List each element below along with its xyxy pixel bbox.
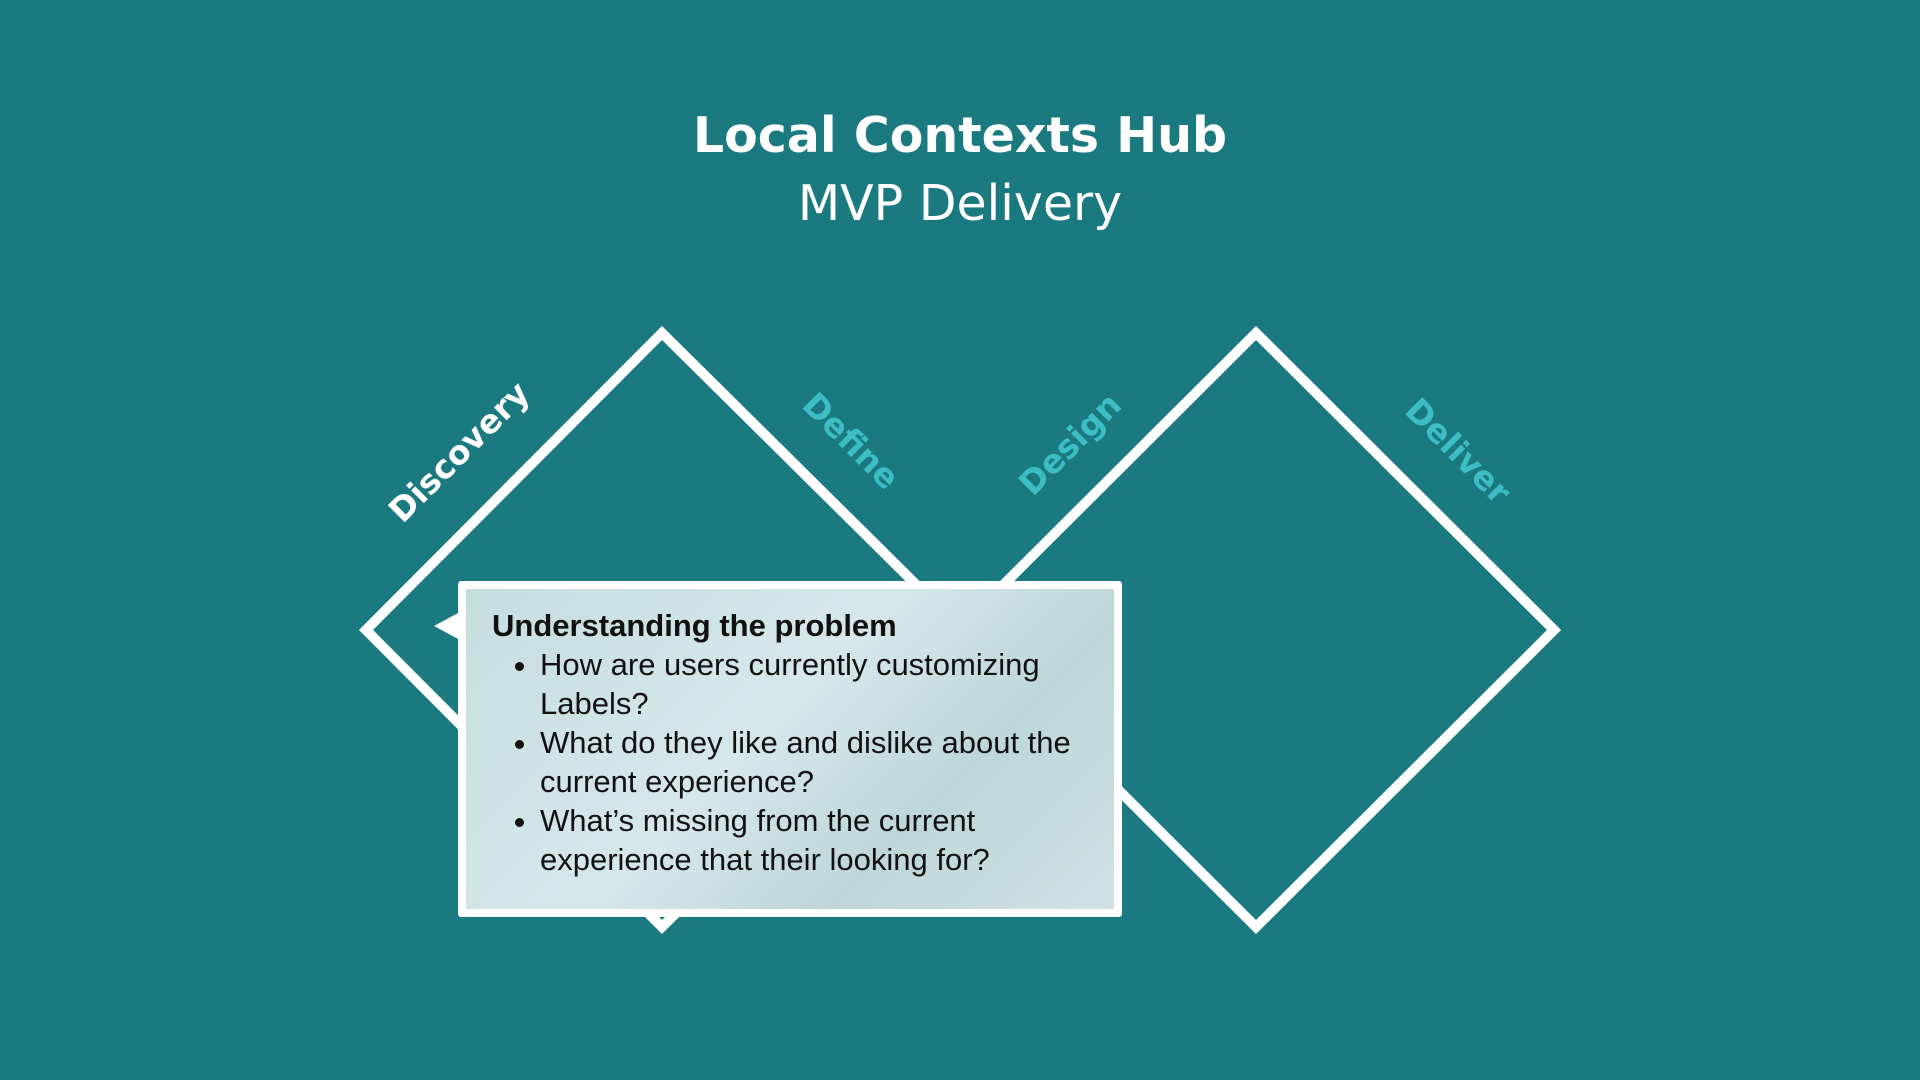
phase-label-discovery: Discovery	[381, 374, 537, 530]
callout-pointer	[434, 612, 460, 640]
diamond-left	[358, 325, 970, 935]
phase-label-design: Design	[1011, 385, 1129, 503]
callout-question-item: What’s missing from the current experien…	[540, 801, 1090, 879]
callout-heading: Understanding the problem	[492, 608, 897, 643]
callout-question-item: What do they like and dislike about the …	[540, 723, 1090, 801]
page-subtitle: MVP Delivery	[797, 175, 1123, 232]
callout-question-item: How are users currently customizing Labe…	[540, 645, 1090, 723]
diamond-right	[950, 325, 1562, 935]
page-title: Local Contexts Hub	[692, 107, 1228, 164]
callout-question-list: How are users currently customizing Labe…	[492, 645, 1090, 879]
phase-detail-callout: Understanding the problem How are users …	[458, 581, 1122, 917]
